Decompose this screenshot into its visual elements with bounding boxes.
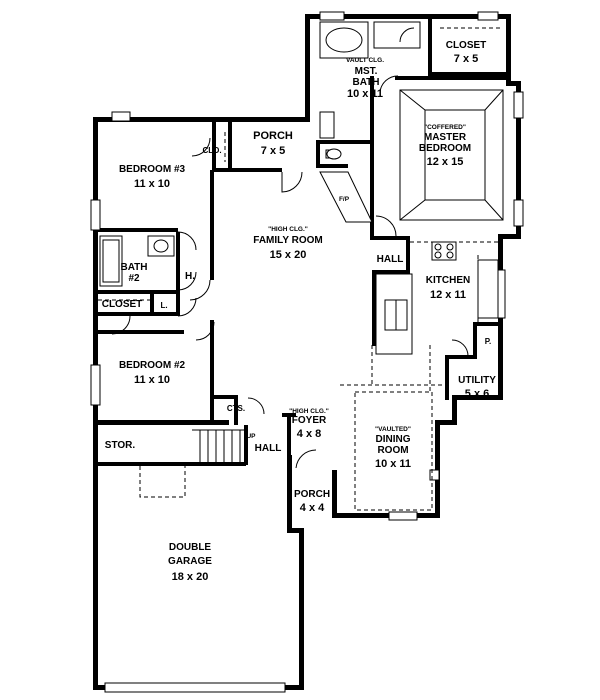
garage-size: 18 x 20 — [172, 571, 209, 583]
dashed-features — [98, 27, 504, 511]
fp-label: F/P — [339, 196, 350, 203]
interior-walls — [98, 19, 506, 466]
h-label: H. — [185, 271, 195, 282]
dining-name2: ROOM — [377, 445, 408, 456]
closet-left-label: CLOSET — [102, 299, 143, 310]
doors — [111, 27, 469, 469]
master-bath-name2: BATH — [352, 77, 379, 88]
family-room-size: 15 x 20 — [270, 249, 307, 261]
dining-size: 10 x 11 — [375, 458, 411, 470]
porch-bottom-name: PORCH — [294, 489, 330, 500]
master-bedroom-note: "COFFERED" — [424, 124, 466, 131]
utility-name: UTILITY — [458, 375, 496, 386]
family-room-note: "HIGH CLG." — [268, 226, 308, 233]
porch-top-name: PORCH — [253, 130, 293, 142]
windows — [90, 11, 524, 693]
exterior-walls — [93, 14, 521, 690]
clo-label: CLO. — [202, 146, 221, 155]
porch-bottom-size: 4 x 4 — [300, 502, 325, 514]
bedroom2-size: 11 x 10 — [134, 374, 170, 386]
family-room-name: FAMILY ROOM — [253, 235, 322, 246]
bath2-name2: #2 — [128, 273, 140, 284]
bedroom2-name: BEDROOM #2 — [119, 360, 186, 371]
foyer-name: FOYER — [292, 415, 327, 426]
porch-top-size: 7 x 5 — [261, 145, 285, 157]
dining-name1: DINING — [376, 434, 411, 445]
stor-label: STOR. — [105, 440, 136, 451]
master-bath-name1: MST. — [355, 66, 378, 77]
kitchen-name: KITCHEN — [426, 275, 470, 286]
hall-top-label: HALL — [377, 254, 404, 265]
pantry-label: P. — [485, 337, 492, 346]
master-bath-size: 10 x 11 — [347, 88, 383, 100]
bath2-name1: BATH — [120, 262, 147, 273]
stairs-up-label: UP — [246, 433, 256, 440]
kitchen-size: 12 x 11 — [430, 289, 466, 301]
dining-note: "VAULTED" — [375, 426, 411, 433]
master-bath-note: VAULT CLG. — [346, 57, 384, 64]
master-bedroom-size: 12 x 15 — [427, 156, 464, 168]
hall-bottom-label: HALL — [255, 443, 282, 454]
master-bedroom-name1: MASTER — [424, 132, 467, 143]
master-bedroom-name2: BEDROOM — [419, 143, 471, 154]
bedroom3-size: 11 x 10 — [134, 178, 170, 190]
garage-name1: DOUBLE — [169, 542, 212, 553]
foyer-size: 4 x 8 — [297, 428, 321, 440]
master-closet-name: CLOSET — [446, 40, 487, 51]
foyer-note: "HIGH CLG." — [289, 408, 329, 415]
cts-label: CTS. — [227, 404, 245, 413]
utility-size: 5 x 6 — [465, 388, 489, 400]
bedroom3-name: BEDROOM #3 — [119, 164, 186, 175]
fixtures — [99, 21, 499, 462]
room-labels: PORCH 7 x 5 CLOSET 7 x 5 VAULT CLG. MST.… — [102, 40, 496, 583]
master-closet-size: 7 x 5 — [454, 53, 478, 65]
garage-name2: GARAGE — [168, 556, 212, 567]
l-label: L. — [160, 301, 167, 310]
